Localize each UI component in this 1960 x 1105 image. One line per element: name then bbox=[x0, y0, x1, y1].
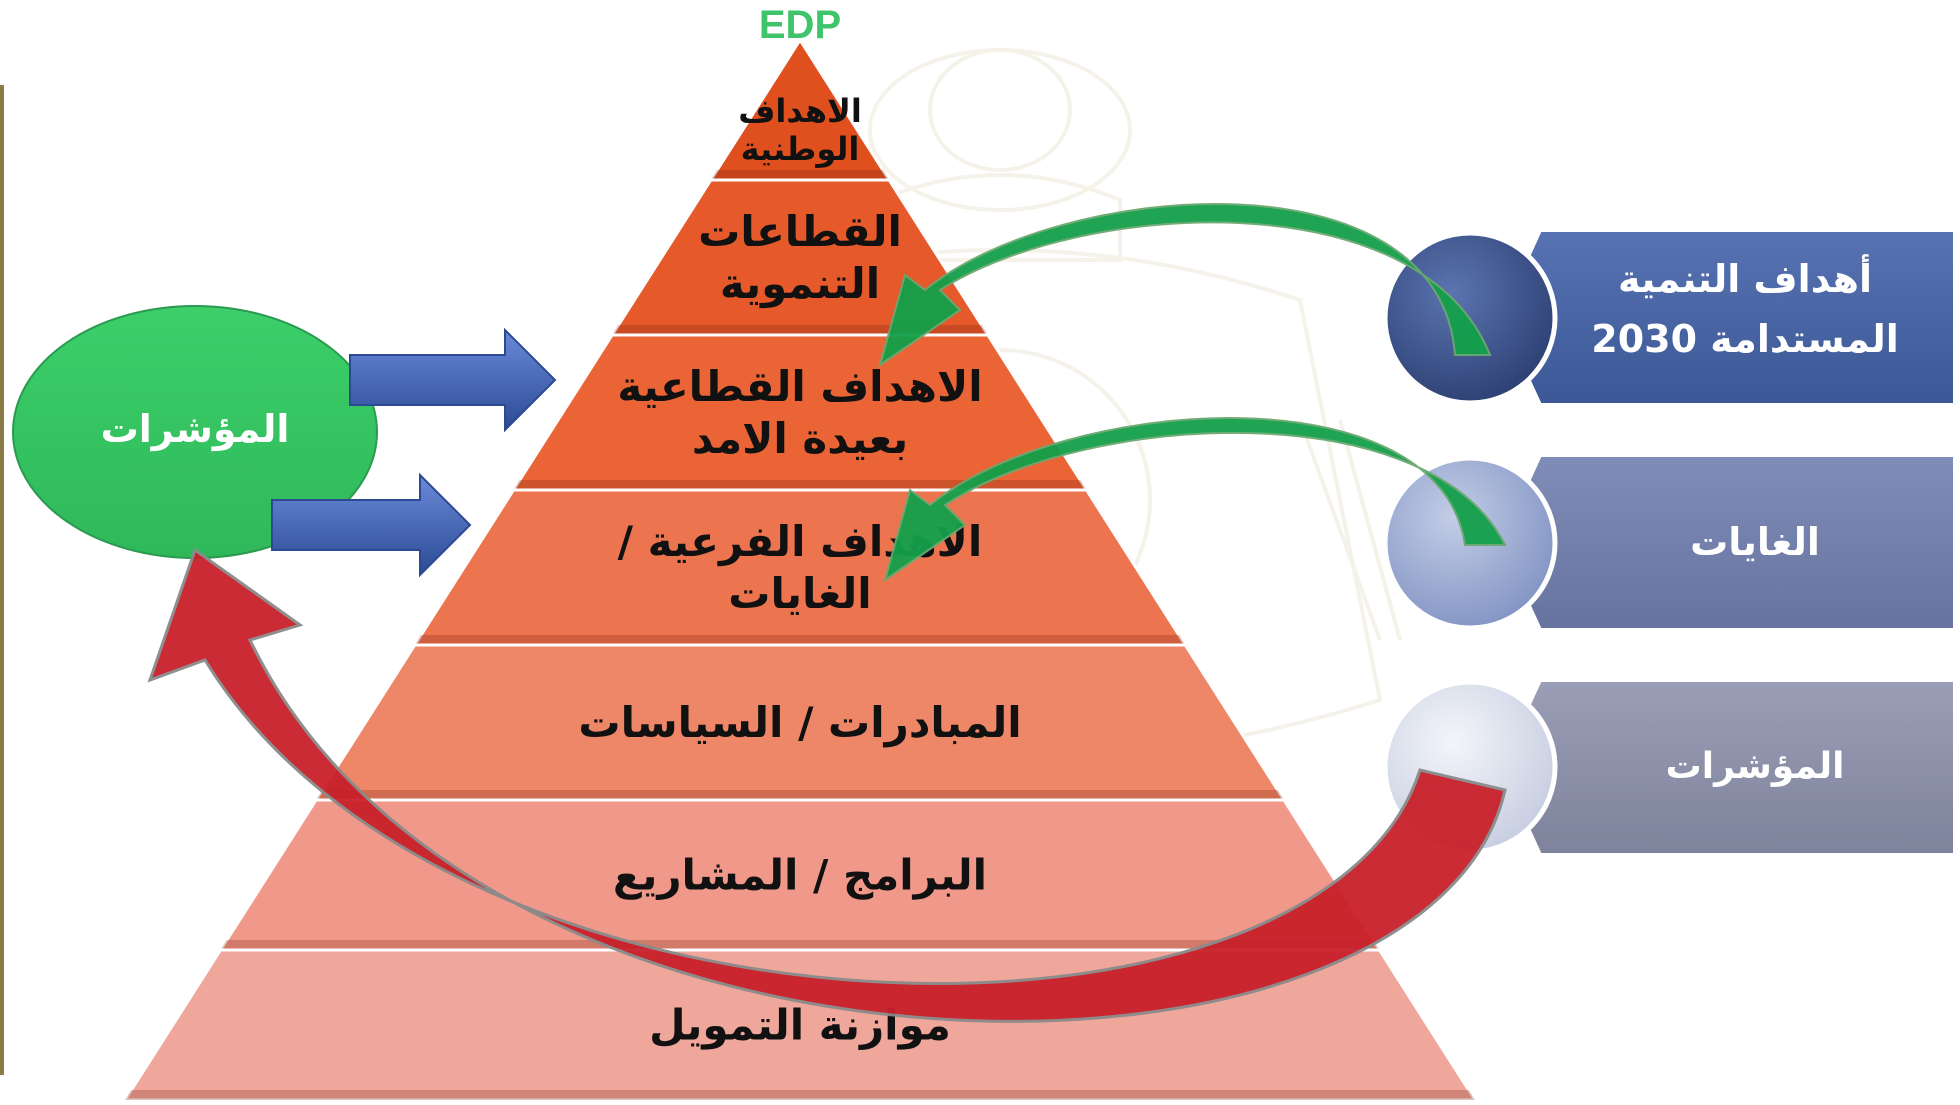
pyramid-level-4: الاهداف الفرعية /الغايات bbox=[412, 488, 1188, 647]
pyramid-level-label: التنموية bbox=[720, 259, 880, 309]
sdg-goals-line1: أهداف التنمية bbox=[1618, 254, 1872, 301]
pyramid-level-6: البرامج / المشاريع bbox=[217, 798, 1383, 952]
pyramid-level-shadow bbox=[710, 170, 890, 180]
pyramid-level-shadow bbox=[316, 790, 1284, 800]
red-curved-arrow bbox=[147, 547, 1507, 1023]
sdg-indicators-label: المؤشرات bbox=[1666, 746, 1845, 787]
green-curved-arrow-upper bbox=[878, 203, 1492, 368]
left-border-line bbox=[0, 85, 4, 1075]
pyramid-level-label: البرامج / المشاريع bbox=[613, 851, 987, 901]
sdg-panel-targets: الغايات bbox=[1382, 453, 1957, 632]
indicators-oval-label: المؤشرات bbox=[101, 407, 290, 451]
pyramid-level-shape bbox=[412, 488, 1188, 647]
pyramid-level-shadow bbox=[125, 1090, 1475, 1100]
pyramid-level-5: المبادرات / السياسات bbox=[313, 643, 1287, 802]
pyramid-level-label: الوطنية bbox=[741, 130, 860, 168]
pyramid-level-label: بعيدة الامد bbox=[692, 414, 908, 463]
pyramid-level-label: القطاعات bbox=[698, 207, 902, 256]
blue-arrow-upper bbox=[349, 327, 557, 433]
sdg-panel-goals: أهداف التنمية المستدامة 2030 bbox=[1382, 228, 1957, 407]
pyramid-level-label: الاهداف القطاعية bbox=[617, 362, 982, 411]
pyramid-level-label: الغايات bbox=[728, 569, 871, 618]
pyramid-level-shadow bbox=[513, 480, 1087, 490]
blue-arrow-lower bbox=[271, 472, 472, 578]
pyramid-level-shadow bbox=[220, 940, 1380, 950]
pyramid-level-shadow bbox=[414, 635, 1186, 645]
pyramid-level-label: المبادرات / السياسات bbox=[578, 698, 1021, 747]
green-curved-arrow-lower bbox=[883, 417, 1507, 583]
edp-label: EDP bbox=[759, 3, 841, 47]
sdg-targets-label: الغايات bbox=[1690, 520, 1820, 564]
pyramid-level-label: الاهداف bbox=[738, 92, 862, 130]
indicators-oval: المؤشرات bbox=[12, 305, 378, 559]
sdg-goals-line2: المستدامة 2030 bbox=[1591, 317, 1899, 361]
